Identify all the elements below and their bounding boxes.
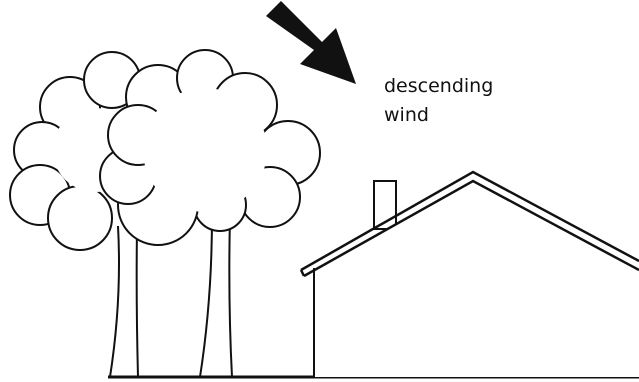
- front-tree-canopy: [100, 50, 320, 245]
- back-tree-trunk: [110, 226, 138, 377]
- wind-label-line2: wind: [384, 101, 493, 130]
- house-wall: [314, 182, 639, 377]
- wind-label: descending wind: [384, 72, 493, 130]
- wind-arrow: [266, 1, 356, 84]
- wind-label-line1: descending: [384, 72, 493, 101]
- front-tree-trunk: [200, 216, 232, 377]
